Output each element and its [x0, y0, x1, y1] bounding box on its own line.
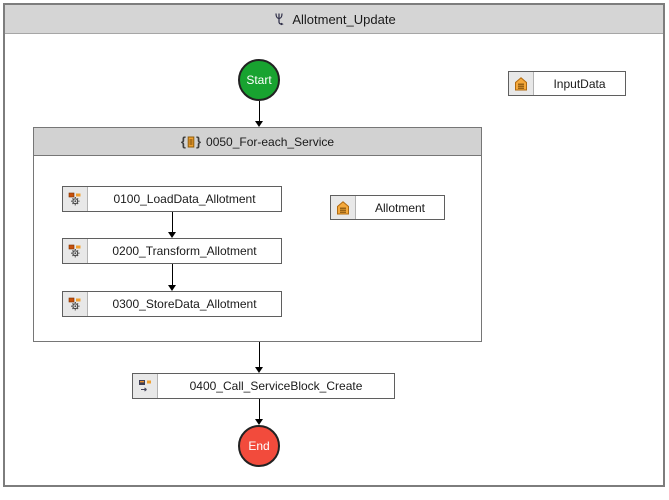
task-label: 0400_Call_ServiceBlock_Create [189, 379, 363, 393]
data-object-label: Allotment [374, 200, 426, 215]
data-object-icon [509, 72, 534, 95]
task-call-serviceblock-create[interactable]: 0400_Call_ServiceBlock_Create [132, 373, 395, 399]
connector-line [259, 342, 260, 367]
mapping-gear-icon [63, 292, 88, 316]
task-storedata-allotment[interactable]: 0300_StoreData_Allotment [62, 291, 282, 317]
connector-arrowhead [255, 367, 263, 373]
connector-line [172, 212, 173, 232]
task-label: 0200_Transform_Allotment [112, 244, 257, 258]
workflow-title: Allotment_Update [292, 11, 396, 27]
data-object-allotment[interactable]: Allotment [330, 195, 445, 220]
task-label: 0300_StoreData_Allotment [112, 297, 257, 311]
mapping-gear-icon [63, 239, 88, 263]
connector-line [259, 399, 260, 419]
connector-arrowhead [168, 232, 176, 238]
task-loaddata-allotment[interactable]: 0100_LoadData_Allotment [62, 186, 282, 212]
start-node-label: Start [246, 73, 272, 87]
foreach-group-label: 0050_For-each_Service [206, 134, 335, 149]
data-object-inputdata[interactable]: InputData [508, 71, 626, 96]
end-node[interactable]: End [238, 425, 280, 467]
data-object-icon [331, 196, 356, 219]
connector-line [172, 264, 173, 285]
connector-arrowhead [255, 121, 263, 127]
end-node-label: End [248, 439, 270, 453]
task-transform-allotment[interactable]: 0200_Transform_Allotment [62, 238, 282, 264]
foreach-group-header[interactable]: { } 0050_For-each_Service [34, 128, 481, 156]
call-service-icon [133, 374, 158, 398]
task-label: 0100_LoadData_Allotment [113, 192, 256, 206]
workflow-titlebar: Allotment_Update [5, 5, 663, 34]
iterator-icon: { } [180, 134, 202, 149]
mapping-gear-icon [63, 187, 88, 211]
connector-line [259, 101, 260, 121]
workflow-icon [272, 12, 286, 26]
start-node[interactable]: Start [238, 59, 280, 101]
data-object-label: InputData [553, 76, 606, 91]
connector-arrowhead [168, 285, 176, 291]
connector-arrowhead [255, 419, 263, 425]
